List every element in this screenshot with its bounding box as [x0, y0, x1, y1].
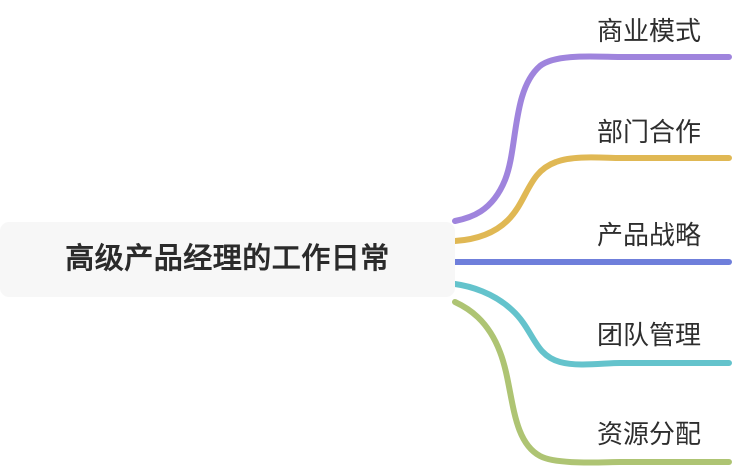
branch-node-business-model[interactable]: 商业模式 [597, 16, 702, 46]
root-node[interactable]: 高级产品经理的工作日常 [0, 222, 455, 297]
branch-node-department-collaboration[interactable]: 部门合作 [597, 117, 702, 147]
branch-node-product-strategy[interactable]: 产品战略 [597, 220, 702, 250]
branch-node-team-management[interactable]: 团队管理 [597, 320, 702, 350]
branch-node-resource-allocation[interactable]: 资源分配 [597, 419, 702, 449]
root-node-label: 高级产品经理的工作日常 [65, 243, 390, 275]
